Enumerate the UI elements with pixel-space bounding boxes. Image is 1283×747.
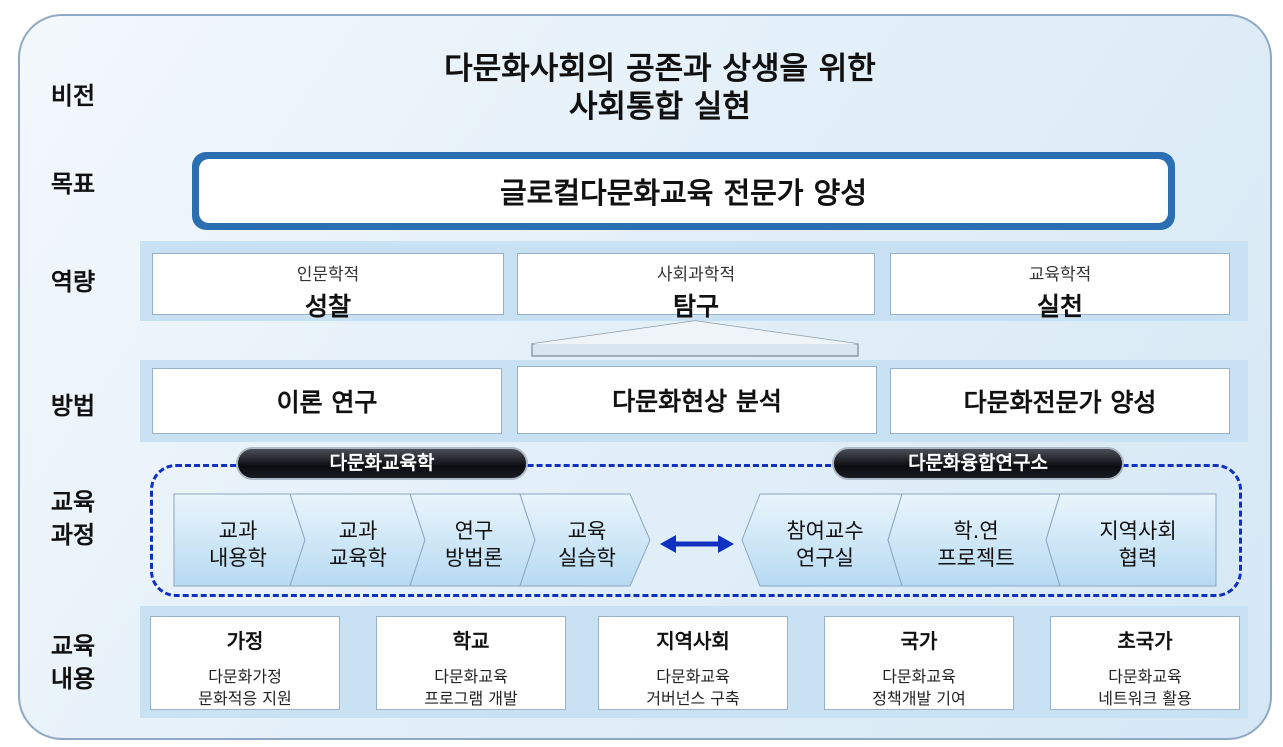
left-step-2: 교과 교육학 bbox=[296, 518, 420, 572]
content-title-2: 학교 bbox=[452, 629, 490, 653]
competency-main-2: 탐구 bbox=[672, 292, 719, 321]
method-box-1: 이론 연구 bbox=[152, 368, 502, 434]
competency-main-3: 실천 bbox=[1036, 292, 1083, 321]
competency-sub-2: 사회과학적 bbox=[656, 265, 736, 285]
left-step-3-line2: 방법론 bbox=[445, 546, 503, 570]
content-title-5: 초국가 bbox=[1117, 629, 1173, 653]
competency-sub-1: 인문학적 bbox=[296, 265, 360, 285]
row-label-competency: 역량 bbox=[50, 268, 96, 296]
content-desc-2-line1: 다문화교육 bbox=[434, 667, 508, 686]
double-arrow-icon bbox=[660, 535, 734, 553]
right-step-1: 참여교수 연구실 bbox=[752, 518, 898, 572]
competency-main-1: 성찰 bbox=[304, 292, 351, 321]
curriculum-dashed-box bbox=[150, 464, 1242, 597]
content-desc-3-line1: 다문화교육 bbox=[656, 667, 730, 686]
program-title-left: 다문화교육학 bbox=[236, 447, 528, 480]
vision-statement: 다문화사회의 공존과 상생을 위한 사회통합 실현 bbox=[330, 50, 990, 126]
left-step-1-line1: 교과 bbox=[218, 519, 258, 543]
content-title-3: 지역사회 bbox=[656, 629, 730, 653]
left-step-4-line1: 교육 bbox=[567, 519, 607, 543]
left-step-2-line2: 교육학 bbox=[329, 546, 387, 570]
row-label-curriculum: 교육 과정 bbox=[28, 486, 118, 552]
row-label-vision: 비전 bbox=[50, 82, 96, 110]
content-desc-1-line1: 다문화가정 bbox=[208, 667, 282, 686]
content-desc-1-line2: 문화적응 지원 bbox=[198, 689, 292, 708]
row-label-content-line2: 내용 bbox=[50, 665, 96, 693]
left-step-3: 연구 방법론 bbox=[416, 518, 532, 572]
right-step-3-line2: 협력 bbox=[1118, 546, 1158, 570]
upward-connector-shape bbox=[531, 320, 859, 357]
content-desc-5-line2: 네트워크 활용 bbox=[1098, 689, 1192, 708]
row-label-curriculum-line1: 교육 bbox=[50, 488, 96, 516]
right-step-3: 지역사회 협력 bbox=[1060, 518, 1216, 572]
vision-line1: 다문화사회의 공존과 상생을 위한 bbox=[444, 51, 876, 87]
left-step-4: 교육 실습학 bbox=[528, 518, 646, 572]
content-desc-2-line2: 프로그램 개발 bbox=[424, 689, 518, 708]
left-step-3-line1: 연구 bbox=[454, 519, 494, 543]
left-step-1: 교과 내용학 bbox=[174, 518, 302, 572]
right-step-1-line1: 참여교수 bbox=[786, 519, 864, 543]
right-step-1-line2: 연구실 bbox=[796, 546, 854, 570]
content-desc-3-line2: 거버넌스 구축 bbox=[646, 689, 740, 708]
competency-box-1: 인문학적 성찰 bbox=[152, 253, 504, 321]
content-desc-5-line1: 다문화교육 bbox=[1108, 667, 1182, 686]
content-desc-4-line1: 다문화교육 bbox=[882, 667, 956, 686]
vision-line2: 사회통합 실현 bbox=[569, 89, 751, 125]
left-step-4-line2: 실습학 bbox=[558, 546, 616, 570]
right-step-3-line1: 지역사회 bbox=[1099, 519, 1177, 543]
method-box-3: 다문화전문가 양성 bbox=[890, 368, 1230, 434]
left-step-shapes bbox=[173, 493, 651, 587]
competency-box-3: 교육학적 실천 bbox=[890, 253, 1230, 321]
content-title-1: 가정 bbox=[226, 629, 264, 653]
row-label-goal: 목표 bbox=[50, 170, 96, 198]
left-step-1-line2: 내용학 bbox=[209, 546, 267, 570]
method-box-2: 다문화현상 분석 bbox=[517, 366, 877, 434]
right-step-2-line2: 프로젝트 bbox=[937, 546, 1015, 570]
right-step-shapes bbox=[741, 493, 1217, 587]
row-label-content: 교육 내용 bbox=[28, 630, 118, 696]
row-label-content-line1: 교육 bbox=[50, 632, 96, 660]
left-step-2-line1: 교과 bbox=[338, 519, 378, 543]
content-title-4: 국가 bbox=[900, 629, 938, 653]
competency-box-2: 사회과학적 탐구 bbox=[517, 253, 875, 321]
left-step-4-shape bbox=[519, 493, 651, 587]
right-step-2-line1: 학.연 bbox=[953, 519, 999, 543]
goal-box: 글로컬다문화교육 전문가 양성 bbox=[192, 152, 1175, 230]
right-step-2: 학.연 프로젝트 bbox=[898, 518, 1054, 572]
program-title-right: 다문화융합연구소 bbox=[832, 447, 1124, 480]
row-label-method: 방법 bbox=[50, 392, 96, 420]
right-step-3-shape bbox=[1045, 493, 1217, 587]
goal-text: 글로컬다문화교육 전문가 양성 bbox=[199, 159, 1168, 223]
competency-sub-3: 교육학적 bbox=[1028, 265, 1092, 285]
content-desc-4-line2: 정책개발 기여 bbox=[872, 689, 966, 708]
row-label-curriculum-line2: 과정 bbox=[50, 521, 96, 549]
